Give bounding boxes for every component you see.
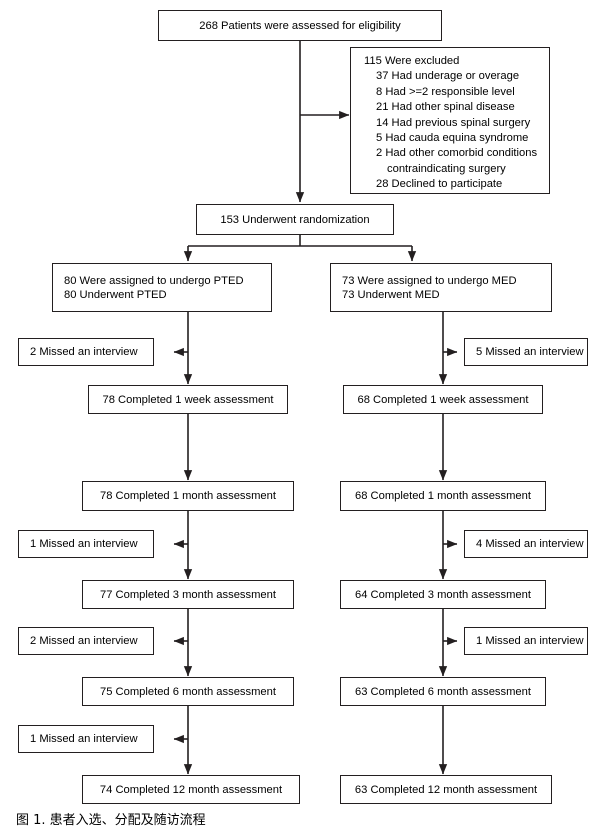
left-missed-label-2: 1 Missed an interview xyxy=(30,538,138,550)
excluded-reason-6: 2 Had other comorbid conditions xyxy=(376,147,538,160)
box-right-assessment-3month: 64 Completed 3 month assessment xyxy=(340,580,546,609)
left-missed-label-1: 2 Missed an interview xyxy=(30,346,138,358)
excluded-reason-6-cont: contraindicating surgery xyxy=(387,162,506,175)
right-assessment-label-4: 63 Completed 6 month assessment xyxy=(355,685,531,698)
right-assessment-label-3: 64 Completed 3 month assessment xyxy=(355,588,531,601)
box-assessed-for-eligibility: 268 Patients were assessed for eligibili… xyxy=(158,10,442,41)
box-right-assigned: 73 Were assigned to undergo MED 73 Under… xyxy=(330,263,552,312)
right-assigned-line-1: 73 Were assigned to undergo MED xyxy=(342,274,517,287)
box-left-assessment-1month: 78 Completed 1 month assessment xyxy=(82,481,294,511)
right-assessment-label-5: 63 Completed 12 month assessment xyxy=(354,783,538,796)
left-assessment-label-4: 75 Completed 6 month assessment xyxy=(100,685,276,698)
box-left-missed-4: 1 Missed an interview xyxy=(18,725,154,753)
excluded-reason-4: 14 Had previous spinal surgery xyxy=(376,116,531,129)
figure-caption: 图 1. 患者入选、分配及随访流程 xyxy=(16,813,206,828)
box-right-assessment-12month: 63 Completed 12 month assessment xyxy=(340,775,552,804)
right-assigned-line-2: 73 Underwent MED xyxy=(342,288,440,301)
excluded-reason-3: 21 Had other spinal disease xyxy=(376,101,515,114)
excluded-reason-7: 28 Declined to participate xyxy=(376,178,503,191)
box-left-assessment-6month: 75 Completed 6 month assessment xyxy=(82,677,294,706)
box-right-assessment-1month: 68 Completed 1 month assessment xyxy=(340,481,546,511)
left-assigned-line-1: 80 Were assigned to undergo PTED xyxy=(64,274,244,287)
box-excluded: 115 Were excluded 37 Had underage or ove… xyxy=(350,47,550,194)
excluded-reason-2: 8 Had >=2 responsible level xyxy=(376,85,515,98)
left-assigned-line-2: 80 Underwent PTED xyxy=(64,288,167,301)
box-left-missed-2: 1 Missed an interview xyxy=(18,530,154,558)
right-assessment-label-1: 68 Completed 1 week assessment xyxy=(357,393,529,406)
box-right-missed-3: 1 Missed an interview xyxy=(464,627,588,655)
box-right-missed-1: 5 Missed an interview xyxy=(464,338,588,366)
randomized-label: 153 Underwent randomization xyxy=(220,213,370,226)
left-missed-label-3: 2 Missed an interview xyxy=(30,635,138,647)
excluded-heading: 115 Were excluded xyxy=(364,55,460,67)
box-left-assessment-1week: 78 Completed 1 week assessment xyxy=(88,385,288,414)
left-assessment-label-3: 77 Completed 3 month assessment xyxy=(100,588,276,601)
box-underwent-randomization: 153 Underwent randomization xyxy=(196,204,394,235)
box-left-assigned: 80 Were assigned to undergo PTED 80 Unde… xyxy=(52,263,272,312)
excluded-reason-5: 5 Had cauda equina syndrome xyxy=(376,132,529,145)
right-missed-label-2: 4 Missed an interview xyxy=(476,538,584,550)
excluded-reason-1: 37 Had underage or overage xyxy=(376,70,520,83)
left-missed-label-4: 1 Missed an interview xyxy=(30,733,138,745)
box-left-assessment-3month: 77 Completed 3 month assessment xyxy=(82,580,294,609)
left-assessment-label-1: 78 Completed 1 week assessment xyxy=(102,393,274,406)
right-missed-label-3: 1 Missed an interview xyxy=(476,635,584,647)
box-left-missed-3: 2 Missed an interview xyxy=(18,627,154,655)
box-right-missed-2: 4 Missed an interview xyxy=(464,530,588,558)
box-right-assessment-1week: 68 Completed 1 week assessment xyxy=(343,385,543,414)
right-assessment-label-2: 68 Completed 1 month assessment xyxy=(355,490,531,502)
box-left-missed-1: 2 Missed an interview xyxy=(18,338,154,366)
assessed-label: 268 Patients were assessed for eligibili… xyxy=(199,19,401,32)
left-assessment-label-2: 78 Completed 1 month assessment xyxy=(100,490,276,502)
box-right-assessment-6month: 63 Completed 6 month assessment xyxy=(340,677,546,706)
left-assessment-label-5: 74 Completed 12 month assessment xyxy=(99,783,283,796)
box-left-assessment-12month: 74 Completed 12 month assessment xyxy=(82,775,300,804)
right-missed-label-1: 5 Missed an interview xyxy=(476,346,584,358)
